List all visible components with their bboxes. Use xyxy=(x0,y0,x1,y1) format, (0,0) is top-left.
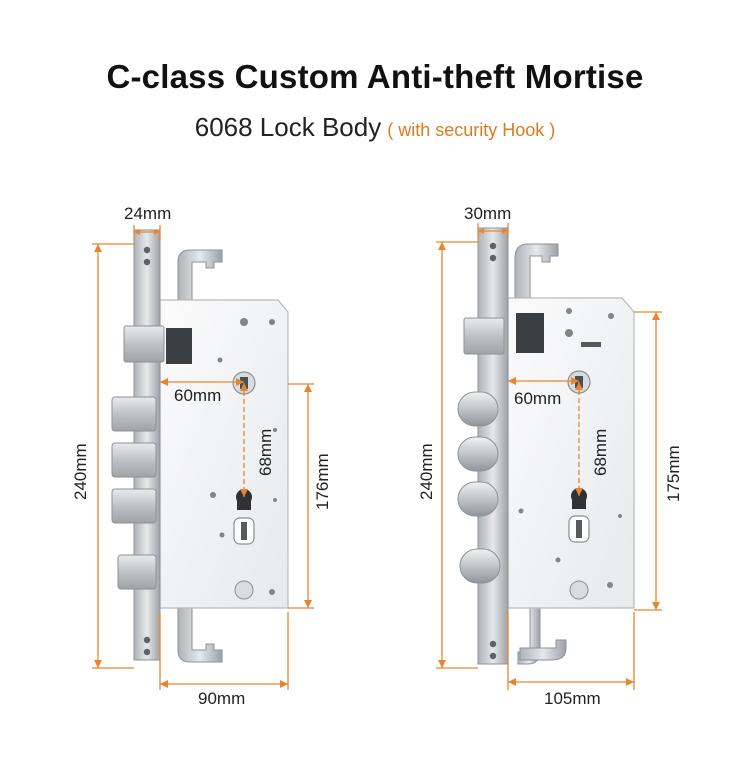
dead-bolt xyxy=(111,396,157,432)
bottom-hook xyxy=(177,607,223,663)
faceplate-screw xyxy=(143,648,151,656)
right-dimension-arrows xyxy=(438,228,660,686)
round-dead-bolt xyxy=(457,436,499,472)
plate-slot xyxy=(581,342,601,347)
left-lock xyxy=(111,229,289,663)
top-hook xyxy=(177,249,223,306)
faceplate-screw xyxy=(143,246,151,254)
faceplate-screw xyxy=(489,640,497,648)
faceplate-screw xyxy=(489,652,497,660)
screw-hole xyxy=(273,428,277,432)
cylinder-hole-slot xyxy=(237,500,251,510)
screw-hole xyxy=(217,357,223,363)
hook-note: ( with security Hook ) xyxy=(387,120,556,140)
right-body-width-label: 105mm xyxy=(544,689,601,708)
left-dimension-arrows xyxy=(94,229,312,688)
round-dead-bolt xyxy=(457,481,499,517)
screw-hole xyxy=(269,319,275,325)
left-total-height-label: 240mm xyxy=(71,443,90,500)
right-center-distance-label: 68mm xyxy=(591,429,610,476)
left-faceplate-width-label: 24mm xyxy=(124,204,171,223)
right-lock xyxy=(457,227,635,665)
model-name: 6068 Lock Body xyxy=(194,112,382,142)
guard-bolt xyxy=(117,554,157,590)
dead-bolt xyxy=(111,442,157,478)
round-guard-bolt xyxy=(459,548,501,584)
faceplate-screw xyxy=(143,636,151,644)
screw-hole xyxy=(555,557,561,563)
top-hook xyxy=(514,243,559,301)
page-subtitle: 6068 Lock Body( with security Hook ) xyxy=(0,112,750,143)
left-center-distance-label: 68mm xyxy=(256,429,275,476)
right-dimensions xyxy=(436,223,662,690)
faceplate-screw xyxy=(489,242,497,250)
screw-hole xyxy=(518,508,524,514)
faceplate-screw xyxy=(143,258,151,266)
screw-hole xyxy=(219,532,225,538)
left-backset-label: 60mm xyxy=(174,386,221,405)
left-dimensions xyxy=(92,225,314,690)
latch-bolt xyxy=(463,317,505,355)
latch-window xyxy=(166,328,192,364)
screw-hole xyxy=(608,313,614,319)
right-total-height-label: 240mm xyxy=(417,443,436,500)
screw-hole xyxy=(618,514,622,518)
round-dead-bolt xyxy=(457,391,499,427)
cam-slot xyxy=(241,522,247,540)
bottom-hook-tip xyxy=(519,639,567,661)
left-body-width-label: 90mm xyxy=(198,689,245,708)
screw-hole xyxy=(273,498,277,502)
page-title: C-class Custom Anti-theft Mortise xyxy=(106,58,644,95)
right-backset-label: 60mm xyxy=(514,389,561,408)
screw-hole xyxy=(269,589,275,595)
screw-hole xyxy=(566,308,572,314)
right-body-height-label: 175mm xyxy=(664,445,683,502)
screw-hole xyxy=(210,492,216,498)
latch-window xyxy=(516,313,544,353)
lower-hub xyxy=(234,580,254,600)
lower-hub xyxy=(569,580,589,600)
screw-hole xyxy=(240,318,248,326)
faceplate-screw xyxy=(489,254,497,262)
cam-slot xyxy=(576,520,582,538)
left-body-height-label: 176mm xyxy=(313,453,332,510)
right-faceplate-width-label: 30mm xyxy=(464,204,511,223)
cylinder-hole-slot xyxy=(572,499,586,509)
dead-bolt xyxy=(111,488,157,524)
screw-hole xyxy=(565,329,573,337)
screw-hole xyxy=(607,582,613,588)
latch-bolt xyxy=(123,325,165,363)
